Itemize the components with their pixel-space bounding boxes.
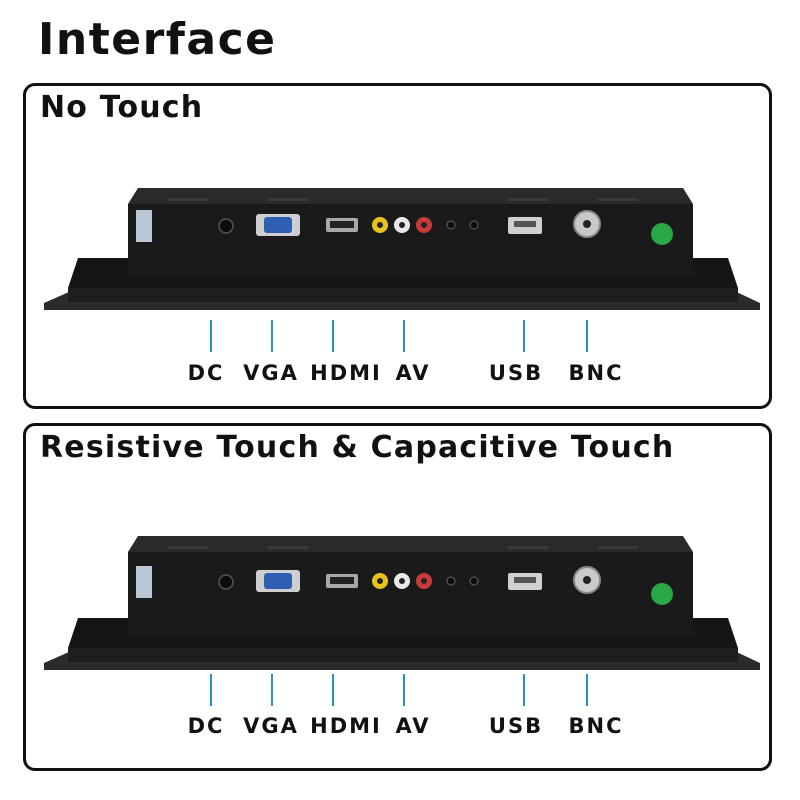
bnc-connector-line	[586, 674, 588, 706]
port-label-bnc: BNC	[568, 361, 624, 385]
section-resistive-capacitive-touch: Resistive Touch & Capacitive Touch DC VG…	[23, 423, 772, 771]
monitor-rear-image	[44, 536, 760, 670]
monitor-rear-image	[44, 188, 760, 310]
port-label-usb: USB	[488, 714, 544, 738]
vga-connector-line	[271, 674, 273, 706]
port-label-bnc: BNC	[568, 714, 624, 738]
usb-connector-line	[523, 674, 525, 706]
av-connector-line	[403, 320, 405, 352]
page-title: Interface	[38, 14, 277, 65]
section-title: No Touch	[40, 90, 204, 125]
bnc-connector-line	[586, 320, 588, 352]
port-label-dc: DC	[187, 361, 225, 385]
port-label-vga: VGA	[243, 361, 299, 385]
port-label-usb: USB	[488, 361, 544, 385]
port-label-av: AV	[395, 361, 431, 385]
section-title: Resistive Touch & Capacitive Touch	[40, 430, 675, 465]
hdmi-connector-line	[332, 674, 334, 706]
vga-connector-line	[271, 320, 273, 352]
section-no-touch: No Touch	[23, 83, 772, 409]
hdmi-connector-line	[332, 320, 334, 352]
port-label-av: AV	[395, 714, 431, 738]
dc-connector-line	[210, 674, 212, 706]
port-label-dc: DC	[187, 714, 225, 738]
dc-connector-line	[210, 320, 212, 352]
port-label-hdmi: HDMI	[310, 361, 382, 385]
usb-connector-line	[523, 320, 525, 352]
av-connector-line	[403, 674, 405, 706]
port-label-vga: VGA	[243, 714, 299, 738]
port-label-hdmi: HDMI	[310, 714, 382, 738]
